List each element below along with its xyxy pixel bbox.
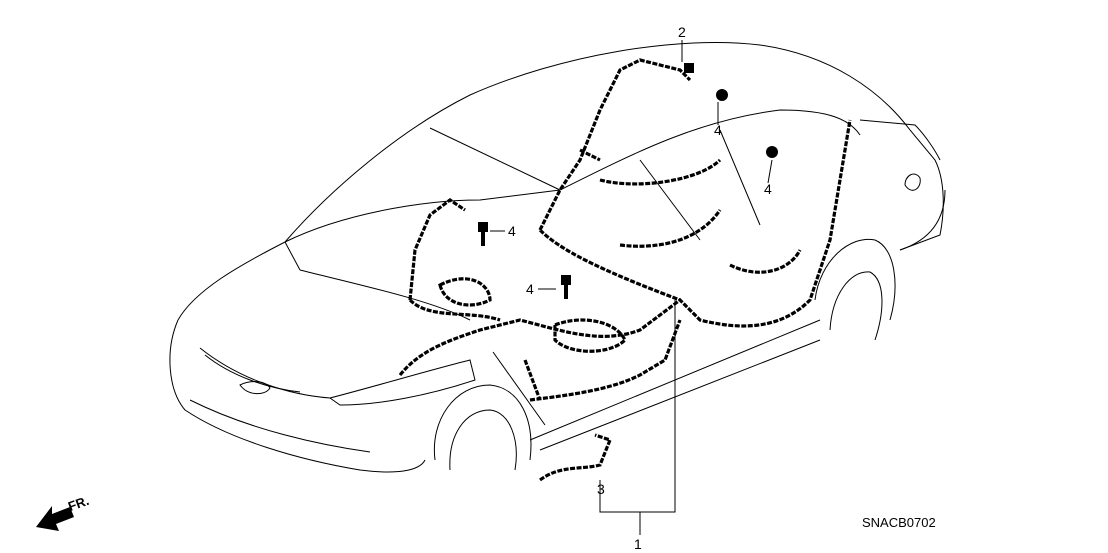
callout-4: 4 <box>508 223 516 239</box>
wire-harness-dash <box>408 198 627 353</box>
diagram-code: SNACB0702 <box>862 515 936 530</box>
car-door-line <box>559 109 861 241</box>
bolt-icon <box>561 275 571 299</box>
car-windshield <box>284 127 561 271</box>
callout-4: 4 <box>714 122 722 138</box>
wire-harness-main <box>398 119 852 377</box>
car-trunk <box>859 119 941 161</box>
car-rear-wheel <box>814 238 896 341</box>
leader-lines <box>490 40 773 535</box>
callout-1: 1 <box>634 536 642 552</box>
car-side-sill <box>529 189 946 451</box>
car-fuel-door <box>904 173 921 191</box>
car-grille <box>204 354 301 395</box>
car-headlight <box>328 359 476 406</box>
wire-harness-sub <box>539 433 613 482</box>
wire-harness-floor <box>523 209 802 402</box>
callout-4: 4 <box>526 281 534 297</box>
callout-4: 4 <box>764 181 772 197</box>
car-roof-outline <box>284 41 944 251</box>
callout-2: 2 <box>678 24 686 40</box>
front-direction-arrow-icon <box>36 506 74 531</box>
wire-harness-roof <box>538 58 722 302</box>
car-front-wheel <box>433 384 532 471</box>
car-hood <box>177 241 471 321</box>
callout-3: 3 <box>597 481 605 497</box>
bolt-icon <box>478 222 488 246</box>
grommet-icon <box>684 63 778 158</box>
car-front-bumper <box>169 319 426 473</box>
